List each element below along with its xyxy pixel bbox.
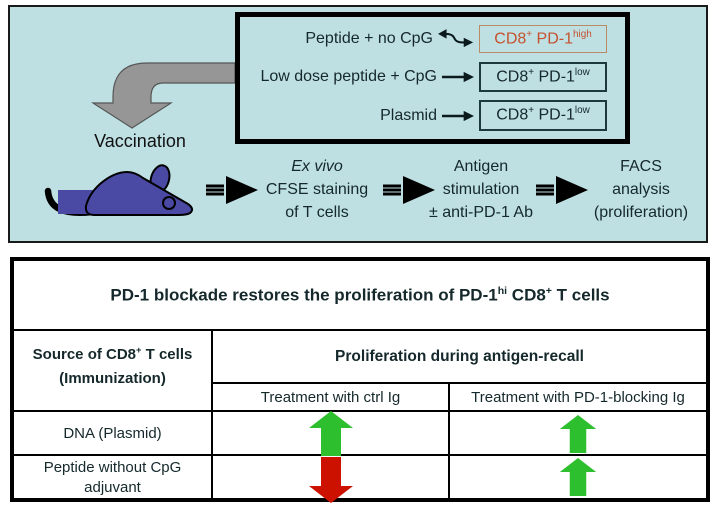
striped-right-arrow-icon [206, 176, 258, 204]
header-text: Treatment with PD-1-blocking Ig [471, 388, 685, 406]
mouse-illustration [44, 164, 194, 217]
immunization-conditions-box: Peptide + no CpG CD8+ PD-1high Low dose … [235, 12, 630, 144]
hook-double-arrow-icon [438, 29, 474, 48]
title-text: T cells [551, 285, 610, 305]
pd1-text: PD-1 [534, 106, 575, 124]
table-title: PD-1 blockade restores the proliferation… [14, 261, 706, 331]
row-label-text: Peptide without CpG [43, 459, 182, 476]
workflow-line: ± anti-PD-1 Ab [429, 204, 533, 221]
vaccination-schematic-panel: Peptide + no CpG CD8+ PD-1high Low dose … [8, 5, 708, 243]
elbow-down-arrow-icon [90, 62, 235, 129]
header-text: Treatment with ctrl Ig [260, 388, 401, 406]
striped-right-arrow-icon [383, 176, 435, 204]
row-label-text: adjuvant [84, 479, 141, 496]
workflow-line: FACS [620, 158, 662, 175]
right-arrow-icon [442, 71, 474, 83]
result-box-pd1-low: CD8+ PD-1low [479, 61, 607, 93]
workflow-line: (proliferation) [593, 204, 689, 221]
workflow-step-cfse: Ex vivo CFSE staining of T cells [242, 155, 392, 224]
plus-superscript: + [528, 66, 535, 78]
header-text: (Immunization) [59, 370, 166, 387]
up-arrow-icon [559, 415, 597, 453]
workflow-line: stimulation [442, 181, 520, 198]
level-superscript: low [574, 66, 590, 78]
workflow-step-antigen: Antigen stimulation ± anti-PD-1 Ab [406, 155, 556, 224]
striped-right-arrow-icon [536, 176, 588, 204]
pd1-text: PD-1 [532, 30, 573, 48]
condition-label: Plasmid [380, 106, 437, 124]
condition-row-peptide-no-cpg: Peptide + no CpG CD8+ PD-1high [244, 25, 607, 54]
right-arrow-icon [442, 110, 474, 121]
cell-dna-blocking [450, 412, 706, 456]
row-label-dna-plasmid: DNA (Plasmid) [14, 412, 213, 456]
cd8-text: CD8 [496, 106, 529, 124]
level-superscript: high [572, 29, 592, 41]
column-header-blocking-ig: Treatment with PD-1-blocking Ig [450, 384, 706, 412]
vaccination-label: Vaccination [94, 131, 186, 151]
row-label-text: DNA (Plasmid) [63, 424, 162, 442]
workflow-line: Ex vivo [291, 158, 343, 175]
row-label-peptide-without-cpg: Peptide without CpG adjuvant [14, 456, 213, 498]
header-text: Proliferation during antigen-recall [335, 347, 584, 365]
column-header-ctrl-ig: Treatment with ctrl Ig [213, 384, 450, 412]
result-box-pd1-low: CD8+ PD-1low [479, 100, 607, 131]
plus-superscript: + [545, 284, 552, 297]
title-text: CD8 [507, 285, 546, 305]
title-text: PD-1 blockade restores the proliferation… [110, 285, 498, 305]
cd8-text: CD8 [496, 68, 529, 86]
condition-label: Peptide + no CpG [305, 30, 433, 48]
result-box-pd1-high: CD8+ PD-1high [479, 25, 607, 54]
plus-superscript: + [526, 29, 533, 41]
header-text: T cells [141, 346, 193, 363]
cell-dna-ctrl [213, 411, 450, 457]
hi-superscript: hi [497, 284, 508, 297]
down-arrow-icon [308, 457, 353, 503]
condition-row-low-dose-peptide: Low dose peptide + CpG CD8+ PD-1low [244, 61, 607, 93]
up-arrow-icon [308, 411, 353, 457]
cell-peptide-blocking [450, 456, 706, 498]
pd1-text: PD-1 [534, 68, 575, 86]
level-superscript: low [574, 105, 590, 117]
plus-superscript: + [528, 105, 535, 117]
condition-row-plasmid: Plasmid CD8+ PD-1low [244, 100, 607, 131]
condition-label: Low dose peptide + CpG [260, 67, 437, 85]
header-text: Source of CD8 [32, 346, 137, 363]
up-arrow-icon [559, 458, 597, 496]
results-table-panel: PD-1 blockade restores the proliferation… [10, 257, 710, 503]
cd8-text: CD8 [494, 30, 527, 48]
workflow-line: Antigen [453, 158, 509, 175]
workflow-line: analysis [612, 181, 670, 198]
workflow-line: CFSE staining [265, 181, 369, 198]
cell-peptide-ctrl [213, 456, 450, 503]
column-header-source: Source of CD8+ T cells (Immunization) [14, 331, 213, 412]
column-header-proliferation: Proliferation during antigen-recall [213, 331, 706, 384]
plus-superscript: + [136, 345, 142, 355]
workflow-step-facs: FACS analysis (proliferation) [566, 155, 716, 224]
workflow-line: of T cells [285, 204, 349, 221]
